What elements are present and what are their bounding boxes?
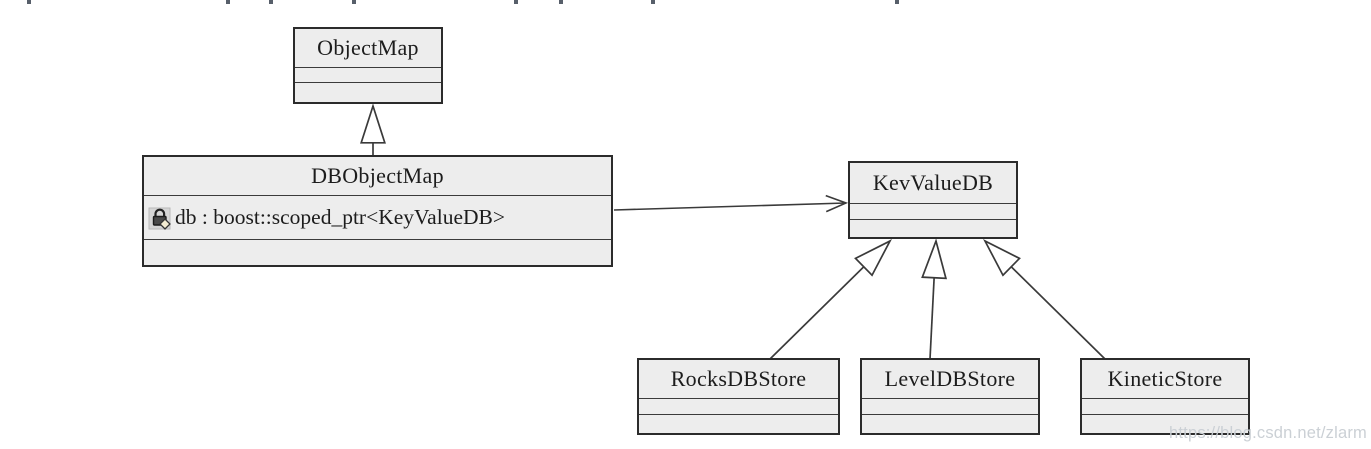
attributes-compartment [1082, 398, 1248, 414]
generalization-rocksdbstore-keyvaluedb [769, 239, 892, 360]
attributes-compartment [862, 398, 1038, 414]
operations-compartment [639, 414, 838, 433]
operations-compartment [862, 414, 1038, 433]
class-name: LevelDBStore [884, 366, 1016, 391]
generalization-leveldbstore-keyvaluedb [921, 238, 948, 360]
class-name: KevValueDB [872, 170, 994, 195]
generalization-kineticstore-keyvaluedb [983, 239, 1106, 360]
attributes-compartment [850, 203, 1016, 219]
class-box-dbobjectmap: DBObjectMap db : boost::scoped_ptr<KeyVa… [142, 155, 613, 267]
class-box-rocksdbstore: RocksDBStore [637, 358, 840, 435]
top-edge-speck [27, 0, 31, 4]
attributes-compartment: db : boost::scoped_ptr<KeyValueDB> [144, 195, 611, 239]
class-box-leveldbstore: LevelDBStore [860, 358, 1040, 435]
protected-lock-icon [148, 207, 171, 230]
watermark-text: https://blog.csdn.net/zlarm [1169, 424, 1367, 442]
top-edge-speck [269, 0, 273, 4]
class-name: RocksDBStore [670, 366, 807, 391]
attributes-compartment [639, 398, 838, 414]
association-dbobjectmap-keyvaluedb [613, 194, 849, 213]
top-edge-speck [559, 0, 563, 4]
attributes-compartment [295, 67, 441, 82]
top-edge-speck [895, 0, 899, 4]
attribute-text: db : boost::scoped_ptr<KeyValueDB> [175, 205, 505, 229]
top-edge-speck [514, 0, 518, 4]
top-edge-speck [651, 0, 655, 4]
class-box-objectmap: ObjectMap [293, 27, 443, 104]
top-edge-speck [352, 0, 356, 4]
class-box-keyvaluedb: KevValueDB [848, 161, 1018, 239]
operations-compartment [295, 82, 441, 102]
class-box-kineticstore: KineticStore [1080, 358, 1250, 435]
class-name: ObjectMap [317, 35, 419, 60]
attribute-row: db : boost::scoped_ptr<KeyValueDB> [148, 205, 505, 230]
top-edge-speck [226, 0, 230, 4]
class-name: DBObjectMap [311, 163, 444, 188]
class-name: KineticStore [1107, 366, 1223, 391]
operations-compartment [144, 239, 611, 265]
operations-compartment [1082, 414, 1248, 433]
operations-compartment [850, 219, 1016, 237]
